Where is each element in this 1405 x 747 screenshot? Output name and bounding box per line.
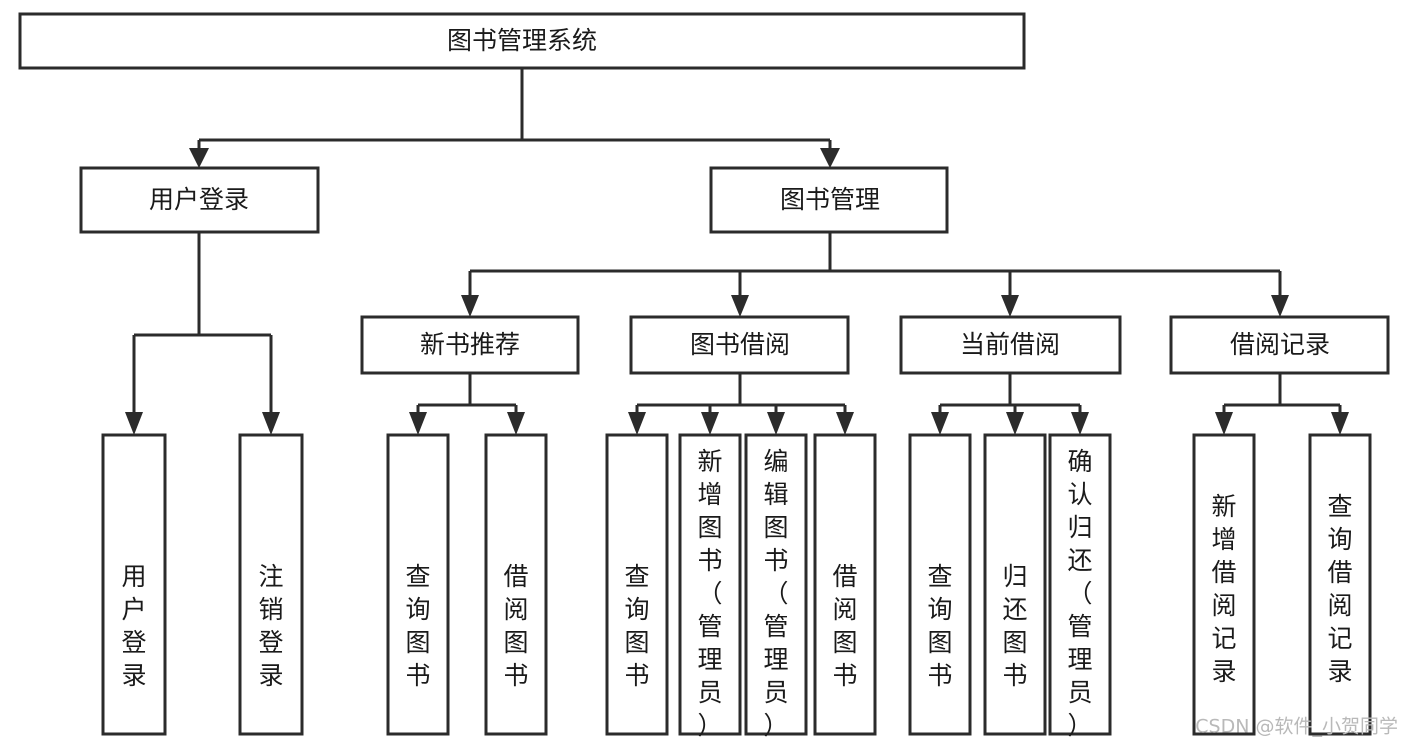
node-leaf-edit-book-admin-box[interactable]	[744, 433, 808, 736]
node-leaf-query-book-current-box[interactable]	[908, 433, 972, 736]
node-new-book-recommend[interactable]: 新书推荐	[360, 315, 580, 375]
node-leaf-borrow-book-rec-box[interactable]	[484, 433, 548, 736]
arrowhead-leaf-add-book-admin	[701, 412, 719, 435]
node-leaf-edit-book-admin-label: 编辑图书（管理员）	[763, 447, 788, 740]
arrowhead-leaf-query-book-borrow	[628, 412, 646, 435]
arrowhead-leaf-borrow-book-rec	[507, 412, 525, 435]
arrowhead-leaf-user-logout	[262, 412, 280, 435]
node-leaf-add-borrow-record-label: 新增借阅记录	[1211, 492, 1236, 686]
node-leaf-query-book-borrow-label: 查询图书	[624, 562, 649, 690]
csdn-watermark: CSDN @软件_小贺同学	[1195, 716, 1398, 738]
node-current-borrow-box[interactable]	[899, 315, 1122, 375]
node-book-borrow-box[interactable]	[629, 315, 850, 375]
arrowhead-leaf-borrow-book	[836, 412, 854, 435]
node-root-box[interactable]	[18, 12, 1026, 70]
node-leaf-confirm-return-admin[interactable]: 确认归还（管理员）	[1048, 433, 1112, 740]
node-leaf-query-book-current[interactable]: 查询图书	[908, 433, 972, 736]
node-book-management-box[interactable]	[709, 166, 949, 234]
node-book-management[interactable]: 图书管理	[709, 166, 949, 234]
node-layer: 图书管理系统 用户登录 图书管理 新书推荐 图书借阅	[18, 12, 1390, 740]
node-leaf-borrow-book[interactable]: 借阅图书	[813, 433, 877, 736]
node-leaf-user-login-label: 用户登录	[121, 562, 146, 690]
node-leaf-query-book-borrow-box[interactable]	[605, 433, 669, 736]
node-current-borrow[interactable]: 当前借阅	[899, 315, 1122, 375]
node-leaf-confirm-return-admin-box[interactable]	[1048, 433, 1112, 736]
node-leaf-query-book-current-label: 查询图书	[927, 562, 952, 690]
node-leaf-user-logout-label: 注销登录	[258, 562, 283, 690]
arrowhead-current-borrow	[1001, 295, 1019, 317]
node-borrow-record-box[interactable]	[1169, 315, 1390, 375]
node-leaf-user-logout[interactable]: 注销登录	[238, 433, 304, 736]
arrowhead-book-borrow	[731, 295, 749, 317]
node-leaf-confirm-return-admin-label: 确认归还（管理员）	[1067, 447, 1092, 740]
node-leaf-query-book-borrow[interactable]: 查询图书	[605, 433, 669, 736]
node-book-borrow[interactable]: 图书借阅	[629, 315, 850, 375]
node-leaf-user-login-box[interactable]	[101, 433, 167, 736]
node-leaf-add-book-admin-label: 新增图书（管理员）	[697, 447, 722, 740]
node-new-book-recommend-box[interactable]	[360, 315, 580, 375]
node-leaf-query-borrow-record[interactable]: 查询借阅记录	[1308, 433, 1372, 736]
node-user-login-box[interactable]	[79, 166, 320, 234]
arrowhead-borrow-record	[1271, 295, 1289, 317]
node-leaf-return-book[interactable]: 归还图书	[983, 433, 1047, 736]
node-leaf-user-logout-box[interactable]	[238, 433, 304, 736]
node-book-borrow-label: 图书借阅	[690, 330, 790, 359]
arrowhead-leaf-add-borrow-record	[1215, 412, 1233, 435]
node-leaf-query-book-rec-label: 查询图书	[405, 562, 430, 690]
node-borrow-record[interactable]: 借阅记录	[1169, 315, 1390, 375]
node-book-management-label: 图书管理	[780, 185, 880, 214]
arrowhead-leaf-user-login	[125, 412, 143, 435]
node-leaf-add-borrow-record-box[interactable]	[1192, 433, 1256, 736]
node-current-borrow-label: 当前借阅	[960, 330, 1060, 359]
node-leaf-query-borrow-record-box[interactable]	[1308, 433, 1372, 736]
arrowhead-leaf-return-book	[1006, 412, 1024, 435]
node-leaf-return-book-label: 归还图书	[1002, 562, 1027, 690]
node-leaf-borrow-book-rec[interactable]: 借阅图书	[484, 433, 548, 736]
node-new-book-recommend-label: 新书推荐	[420, 330, 520, 359]
node-leaf-query-borrow-record-label: 查询借阅记录	[1327, 492, 1352, 686]
arrowhead-book-management	[820, 148, 840, 168]
node-leaf-borrow-book-rec-label: 借阅图书	[503, 562, 528, 690]
arrowhead-leaf-query-borrow-record	[1331, 412, 1349, 435]
node-leaf-add-borrow-record[interactable]: 新增借阅记录	[1192, 433, 1256, 736]
node-leaf-return-book-box[interactable]	[983, 433, 1047, 736]
arrowhead-leaf-query-book-current	[931, 412, 949, 435]
node-borrow-record-label: 借阅记录	[1230, 330, 1330, 359]
arrowhead-leaf-edit-book-admin	[767, 412, 785, 435]
node-leaf-borrow-book-box[interactable]	[813, 433, 877, 736]
arrowhead-new-book-recommend	[461, 295, 479, 317]
node-leaf-add-book-admin[interactable]: 新增图书（管理员）	[678, 433, 742, 740]
node-user-login-label: 用户登录	[149, 185, 249, 214]
node-user-login[interactable]: 用户登录	[79, 166, 320, 234]
node-leaf-add-book-admin-box[interactable]	[678, 433, 742, 736]
node-leaf-borrow-book-label: 借阅图书	[832, 562, 857, 690]
arrowhead-leaf-query-book-rec	[409, 412, 427, 435]
arrowhead-user-login	[189, 148, 209, 168]
node-leaf-query-book-rec-box[interactable]	[386, 433, 450, 736]
connector-layer	[125, 68, 1349, 435]
node-leaf-query-book-rec[interactable]: 查询图书	[386, 433, 450, 736]
node-root-label: 图书管理系统	[447, 26, 597, 55]
node-leaf-user-login[interactable]: 用户登录	[101, 433, 167, 736]
node-leaf-edit-book-admin[interactable]: 编辑图书（管理员）	[744, 433, 808, 740]
node-root[interactable]: 图书管理系统	[18, 12, 1026, 70]
arrowhead-leaf-confirm-return-admin	[1071, 412, 1089, 435]
